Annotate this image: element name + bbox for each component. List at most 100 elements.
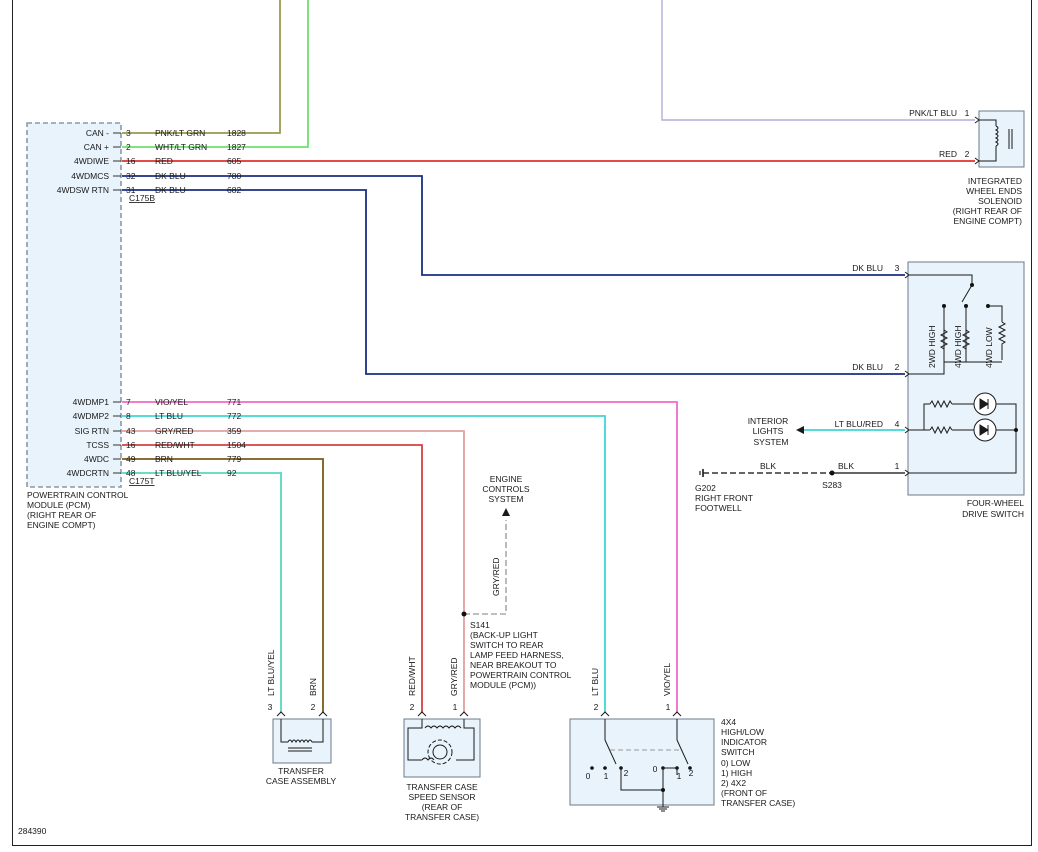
fwd-switch-box <box>907 261 1025 496</box>
pcm-pin-name-bottom-1: 4WDMP2 <box>73 411 110 421</box>
pcm-pin-name-top-3: 4WDMCS <box>71 171 109 181</box>
speed-sensor-box <box>403 718 481 778</box>
pcm-pin-name-top-0: CAN - <box>86 128 109 138</box>
pcm-pin-circuit-top-4: 682 <box>227 185 241 195</box>
svg-text:LIGHTS: LIGHTS <box>753 426 784 436</box>
pcm-pin-wire-top-4: DK BLU <box>155 185 186 195</box>
pcm-pin-name-top-4: 4WDSW RTN <box>57 185 109 195</box>
interior-lights-system: INTERIOR LIGHTS SYSTEM <box>748 416 804 447</box>
sensor-coil-icon <box>424 725 462 729</box>
gry-red-dashed-label: GRY/RED <box>491 557 501 596</box>
fwd-pin2-wire: DK BLU <box>852 362 883 372</box>
iwe-solenoid: PNK/LT BLU 1 RED 2 INTEGRATED WHEEL ENDS… <box>909 108 1025 226</box>
svg-text:FOOTWELL: FOOTWELL <box>695 503 742 513</box>
ss-pin1: 1 <box>453 702 458 712</box>
mode-2wd-high: 2WD HIGH <box>927 326 937 369</box>
svg-text:FOUR-WHEEL: FOUR-WHEEL <box>967 498 1024 508</box>
splice-s283-dot <box>829 470 835 476</box>
wire-lt-blu-yel <box>122 472 282 713</box>
pcm-pin-number-top-2: 16 <box>126 156 136 166</box>
svg-text:TRANSFER CASE): TRANSFER CASE) <box>721 798 795 808</box>
transfer-case-speed-sensor: RED/WHT GRY/RED 2 1 TRANSFER CASE SPEED … <box>403 656 481 822</box>
pcm-pin-circuit-top-0: 1828 <box>227 128 246 138</box>
pcm-pin-name-top-1: CAN + <box>84 142 109 152</box>
switch-blade-1 <box>604 739 617 765</box>
pos-2-left: 2 <box>624 768 629 778</box>
pcm-label: POWERTRAIN CONTROL MODULE (PCM) (RIGHT R… <box>27 490 129 530</box>
indicator-switch-box <box>569 718 715 806</box>
svg-text:NEAR BREAKOUT TO: NEAR BREAKOUT TO <box>470 660 557 670</box>
tc-wire2: BRN <box>308 678 318 696</box>
pos-0-right: 0 <box>653 764 658 774</box>
svg-text:POWERTRAIN CONTROL: POWERTRAIN CONTROL <box>470 670 572 680</box>
resistor-2wd-high-icon <box>939 329 949 350</box>
svg-text:DRIVE SWITCH: DRIVE SWITCH <box>962 509 1024 519</box>
pcm-pin-circuit-top-2: 605 <box>227 156 241 166</box>
pcm-pin-wire-bottom-1: LT BLU <box>155 411 183 421</box>
pcm-pin-circuit-bottom-1: 772 <box>227 411 241 421</box>
ss-wire1: GRY/RED <box>449 657 459 696</box>
pcm-pin-number-top-3: 32 <box>126 171 136 181</box>
svg-text:INTERIOR: INTERIOR <box>748 416 789 426</box>
svg-text:ENGINE COMPT): ENGINE COMPT) <box>954 216 1023 226</box>
svg-text:0) LOW: 0) LOW <box>721 758 750 768</box>
is-pin2: 2 <box>594 702 599 712</box>
svg-text:CONTROLS: CONTROLS <box>482 484 530 494</box>
svg-text:(RIGHT REAR OF: (RIGHT REAR OF <box>953 206 1022 216</box>
resistor-4wd-low-icon <box>997 321 1007 360</box>
coil-icon <box>994 125 999 147</box>
engine-controls-system: ENGINE CONTROLS SYSTEM GRY/RED <box>482 474 530 596</box>
svg-text:HIGH/LOW: HIGH/LOW <box>721 727 764 737</box>
led-resistor-1-icon <box>929 399 953 409</box>
arrow-left-icon <box>796 426 804 434</box>
fwd-pin4-wire: LT BLU/RED <box>835 419 883 429</box>
wire-dk-blu-780 <box>122 175 905 276</box>
indicator-switch: 0 1 2 0 1 2 LT BLU VIO/YEL 2 1 4X4 HIGH/… <box>569 663 795 812</box>
wire-gry-red-dashed <box>464 520 507 615</box>
wire-pnk-lt-blu <box>661 0 975 121</box>
ground-wire-blk: BLK <box>838 461 854 471</box>
pcm-pin-number-top-1: 2 <box>126 142 131 152</box>
svg-text:S141: S141 <box>470 620 490 630</box>
tone-ring-icon <box>427 739 453 765</box>
pcm-pin-wire-bottom-4: BRN <box>155 454 173 464</box>
connector-c175t: C175T <box>129 476 155 486</box>
splice-s283: S283 <box>822 480 842 490</box>
iwe-pin1-number: 1 <box>965 108 970 118</box>
pcm-pin-circuit-top-1: 1827 <box>227 142 246 152</box>
ss-wire2: RED/WHT <box>407 656 417 696</box>
pcm-pin-name-bottom-2: SIG RTN <box>75 426 109 436</box>
pcm-pin-circuit-bottom-0: 771 <box>227 397 241 407</box>
fwd-pin1-number: 1 <box>895 461 900 471</box>
svg-text:INDICATOR: INDICATOR <box>721 737 767 747</box>
svg-text:MODULE (PCM): MODULE (PCM) <box>27 500 90 510</box>
ss-pin2: 2 <box>410 702 415 712</box>
pos-0-left: 0 <box>586 771 591 781</box>
splice-s141: S141 (BACK-UP LIGHT SWITCH TO REAR LAMP … <box>461 611 572 690</box>
pcm-box <box>26 122 122 488</box>
is-wire1: VIO/YEL <box>662 663 672 696</box>
pcm-pin-name-bottom-4: 4WDC <box>84 454 109 464</box>
fwd-pin2-number: 2 <box>895 362 900 372</box>
svg-text:2) 4X2: 2) 4X2 <box>721 778 746 788</box>
svg-text:MODULE (PCM)): MODULE (PCM)) <box>470 680 536 690</box>
pcm-pin-number-top-0: 3 <box>126 128 131 138</box>
svg-text:TRANSFER: TRANSFER <box>278 766 324 776</box>
mode-4wd-low: 4WD LOW <box>984 327 994 368</box>
iwe-pin2-number: 2 <box>965 149 970 159</box>
svg-text:RIGHT FRONT: RIGHT FRONT <box>695 493 753 503</box>
figure-id: 284390 <box>18 826 47 836</box>
pos-1-right: 1 <box>677 771 682 781</box>
pcm-pin-number-bottom-3: 16 <box>126 440 136 450</box>
motor-coil-icon <box>287 739 313 744</box>
svg-text:TRANSFER CASE): TRANSFER CASE) <box>405 812 479 822</box>
fwd-pin3-wire: DK BLU <box>852 263 883 273</box>
tc-pin3: 3 <box>268 702 273 712</box>
svg-text:4X4: 4X4 <box>721 717 736 727</box>
svg-text:INTEGRATED: INTEGRATED <box>968 176 1022 186</box>
connector-c175b: C175B <box>129 193 155 203</box>
svg-text:SYSTEM: SYSTEM <box>489 494 524 504</box>
ground-symbol-icon <box>657 805 669 812</box>
